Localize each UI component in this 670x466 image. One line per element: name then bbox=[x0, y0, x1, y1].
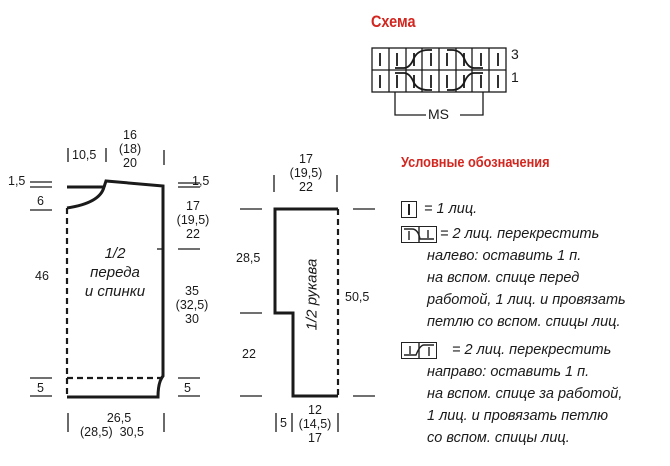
dim-value: 16 bbox=[123, 128, 137, 142]
dim-cuff-step: 5 bbox=[280, 416, 287, 430]
repeat-label: MS bbox=[428, 106, 449, 122]
legend-text: = 2 лиц. перекрестить bbox=[440, 226, 600, 242]
legend-text: работой, 1 лиц. и провязать bbox=[427, 292, 626, 308]
dim-side: 35 (32,5) 30 bbox=[170, 284, 214, 326]
legend-text: на вспом. спице за работой, bbox=[427, 386, 623, 402]
legend-text: со вспом. спицы лиц. bbox=[427, 430, 570, 446]
dim-value: 17 bbox=[186, 199, 200, 213]
dim-value: (28,5) bbox=[80, 425, 113, 439]
dim-value: (18) bbox=[118, 142, 142, 156]
dim-value: 12 bbox=[308, 403, 322, 417]
dim-value: 17 bbox=[299, 152, 313, 166]
dim-width-1: 26,5 bbox=[106, 411, 132, 425]
label-line: и спинки bbox=[84, 283, 146, 300]
legend-text: налево: оставить 1 п. bbox=[427, 248, 582, 264]
dim-value: 17 bbox=[308, 431, 322, 445]
dim-sleeve-top: 17 (19,5) 22 bbox=[286, 152, 326, 194]
dim-sleeve-length: 50,5 bbox=[345, 290, 370, 304]
dim-armhole: 17 (19,5) 22 bbox=[173, 199, 213, 241]
dim-sleeve-upper: 28,5 bbox=[236, 251, 261, 265]
legend-text: 1 лиц. и провязать петлю bbox=[427, 408, 608, 424]
dim-value: 30 bbox=[185, 312, 199, 326]
dim-value: 35 bbox=[185, 284, 199, 298]
sleeve-outline bbox=[273, 207, 338, 398]
dim-width-2: (28,5) 30,5 bbox=[80, 425, 144, 439]
dim-value: 22 bbox=[186, 227, 200, 241]
dim-right-top: 1,5 bbox=[192, 174, 210, 188]
dim-shoulder: 16 (18) 20 bbox=[118, 128, 142, 170]
dim-right-bottom: 5 bbox=[184, 381, 191, 395]
dim-sleeve-lower: 22 bbox=[242, 347, 256, 361]
legend-title: Условные обозначения bbox=[401, 154, 550, 171]
dim-value: (19,5) bbox=[289, 166, 323, 180]
sleeve-dim-marks bbox=[240, 175, 375, 432]
dim-value: 20 bbox=[123, 156, 137, 170]
dim-left-top: 1,5 bbox=[8, 174, 26, 188]
dim-value: 22 bbox=[299, 180, 313, 194]
row-number-3: 3 bbox=[511, 46, 519, 62]
cross-right-icon bbox=[401, 342, 437, 359]
cross-left-icon bbox=[401, 226, 437, 243]
legend-text: на вспом. спице перед bbox=[427, 270, 580, 286]
dim-value: 30,5 bbox=[119, 425, 144, 439]
scheme-grid bbox=[371, 47, 507, 93]
sleeve-piece-label: 1/2 рукава bbox=[303, 258, 321, 331]
dim-left-height: 46 bbox=[35, 269, 49, 283]
knit-stitch-icon bbox=[401, 201, 417, 218]
dim-value: (32,5) bbox=[175, 298, 209, 312]
dim-left-bottom: 5 bbox=[37, 381, 44, 395]
dim-value: (19,5) bbox=[176, 213, 210, 227]
row-number-1: 1 bbox=[511, 69, 519, 85]
label-line: 1/2 bbox=[104, 245, 126, 262]
body-piece-label: 1/2 переда и спинки bbox=[70, 244, 160, 301]
repeat-bracket bbox=[394, 92, 484, 116]
legend-text: направо: оставить 1 п. bbox=[427, 364, 590, 380]
body-dashed bbox=[65, 208, 163, 397]
dim-value: (14,5) bbox=[298, 417, 332, 431]
legend-text: = 2 лиц. перекрестить bbox=[452, 342, 612, 358]
legend-text: петлю со вспом. спицы лиц. bbox=[427, 314, 621, 330]
dim-neck-width: 10,5 bbox=[72, 148, 97, 162]
legend-text: = 1 лиц. bbox=[424, 201, 478, 217]
dim-sleeve-bottom: 12 (14,5) 17 bbox=[295, 403, 335, 445]
body-dim-marks bbox=[30, 148, 200, 432]
label-line: переда bbox=[90, 264, 140, 281]
scheme-title: Схема bbox=[371, 12, 416, 31]
dim-neck-depth: 6 bbox=[37, 194, 44, 208]
